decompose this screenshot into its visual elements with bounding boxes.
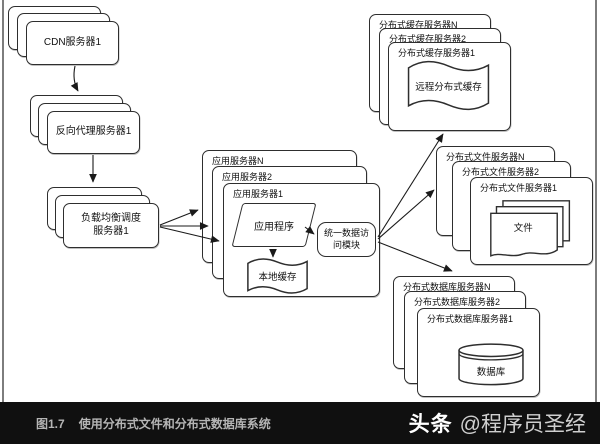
database-cylinder: 数据库 [457,342,525,386]
load-balancer-label-line2: 服务器1 [93,225,129,237]
document-stack-icon [490,200,571,260]
stack-box-front: CDN服务器1 [26,21,119,65]
caption-number: 图1.7 [36,416,65,431]
arrow-module-to-cache [377,133,444,238]
arrow-module-to-db [377,241,453,272]
application-program-label: 应用程序 [254,221,294,233]
db-server-2-label: 分布式数据库服务器2 [414,297,501,307]
load-balancer-label-line1: 负载均衡调度 [81,213,141,224]
files-shape: 文件 [490,200,571,260]
figure-caption: 图1.7 使用分布式文件和分布式数据库系统 [36,415,271,432]
file-server-n-label: 分布式文件服务器N [446,152,525,162]
watermark-handle: @程序员圣经 [459,413,586,436]
app-server-n-label: 应用服务器N [212,156,264,166]
data-access-label-line2: 问模块 [332,239,360,250]
database-icon [457,342,525,386]
db-server-1-label: 分布式数据库服务器1 [427,314,514,324]
file-server-2-label: 分布式文件服务器2 [462,167,540,177]
caption-title: 使用分布式文件和分布式数据库系统 [78,416,271,431]
arrow-cdn-to-proxy [70,65,79,92]
watermark: 头条 @程序员圣经 [409,408,586,438]
toutiao-logo: 头条 [408,413,453,436]
cdn-server-label: CDN服务器1 [43,36,102,48]
application-program-shape: 应用程序 [231,203,317,247]
arrow-lb-to-app-n [159,209,199,226]
tape-shape-icon [406,59,491,112]
files-label: 文件 [513,223,533,234]
stack-box-front: 负载均衡调度 服务器1 [63,203,159,248]
tape-shape-icon [246,257,309,295]
remote-cache-label: 远程分布式缓存 [415,81,482,93]
app-server-1-label: 应用服务器1 [233,189,284,199]
unified-data-access-module: 统一数据访 问模块 [317,222,376,257]
stack-box-front: 反向代理服务器1 [47,111,140,154]
reverse-proxy-label: 反向代理服务器1 [55,126,132,138]
load-balancer-label: 负载均衡调度 服务器1 [64,204,158,247]
left-border-line [2,0,4,402]
db-server-n-label: 分布式数据库服务器N [403,282,491,292]
database-label: 数据库 [476,366,506,378]
cache-server-n-label: 分布式缓存服务器N [379,20,458,30]
remote-cache-shape: 远程分布式缓存 [406,59,491,112]
file-server-1-label: 分布式文件服务器1 [480,183,558,193]
cache-server-1-label: 分布式缓存服务器1 [398,48,476,58]
local-cache-label: 本地缓存 [258,272,297,283]
caption-bar: 图1.7 使用分布式文件和分布式数据库系统 头条 @程序员圣经 [0,402,600,444]
data-access-label-line1: 统一数据访 [323,227,369,238]
right-border-line [595,0,597,402]
arrow-module-to-file [377,189,435,240]
app-server-2-label: 应用服务器2 [222,172,273,182]
cache-server-2-label: 分布式缓存服务器2 [389,34,467,44]
local-cache-shape: 本地缓存 [246,257,309,295]
